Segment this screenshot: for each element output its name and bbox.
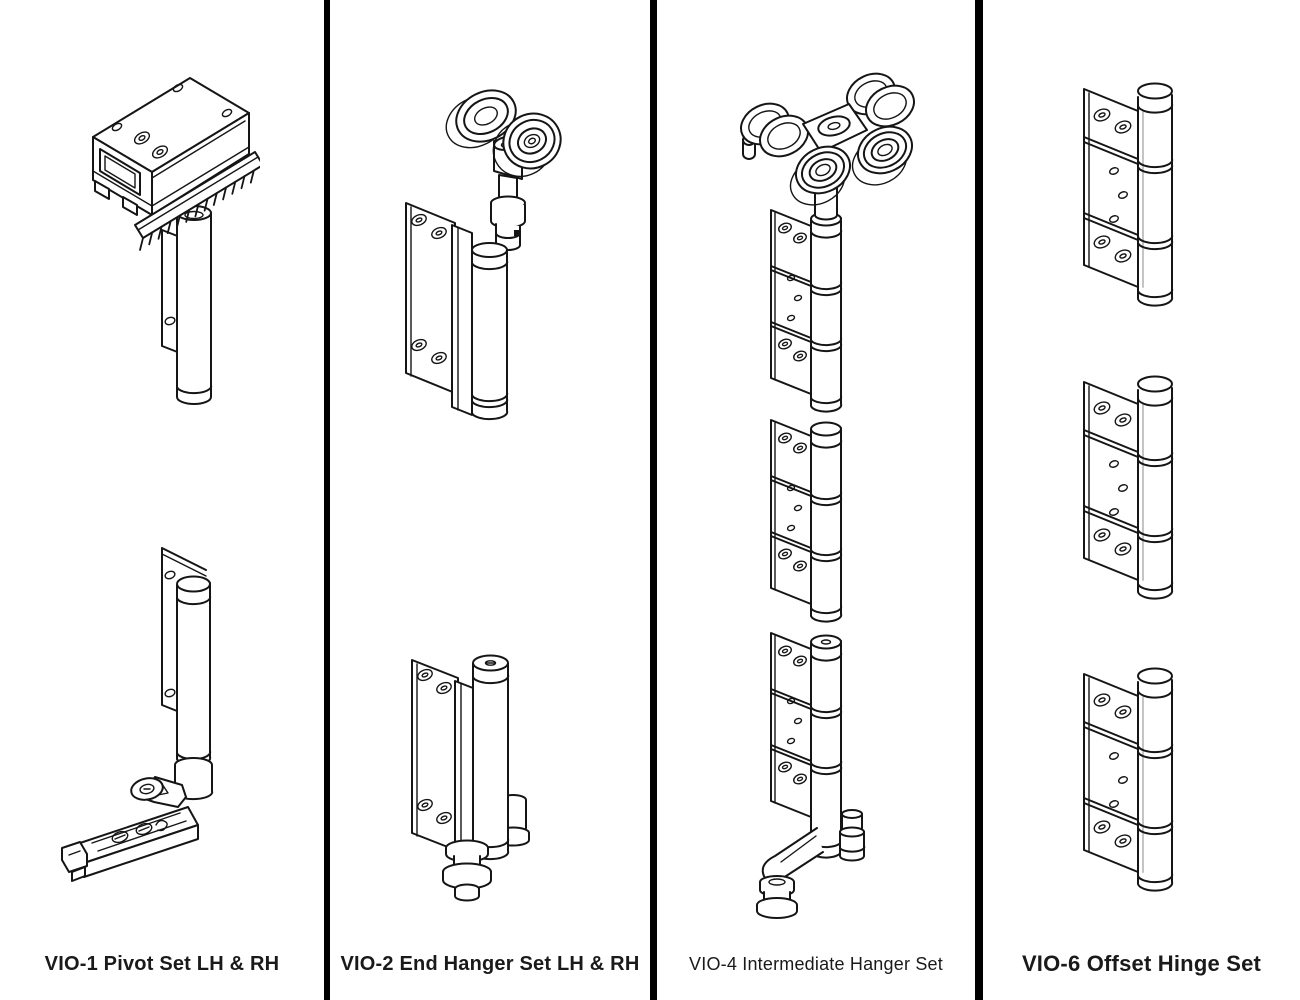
vio6-offset-hinge-figure-1: [1080, 75, 1180, 327]
column-divider-1: [324, 0, 330, 1000]
floor-channel: [61, 806, 199, 882]
hinge-barrel: [454, 654, 510, 864]
pivot-housing-box: [92, 77, 250, 216]
part-label-vio-2: VIO-2 End Hanger Set LH & RH: [340, 953, 640, 975]
hinge-segment-middle: [770, 419, 843, 623]
vio2-bottom-guide-figure: [410, 648, 535, 918]
hinge-segment-upper: [770, 209, 843, 413]
front-roller-wheel: [492, 112, 562, 178]
bottom-pivot-foot: [756, 804, 866, 919]
column-divider-3: [975, 0, 983, 1000]
column-divider-2: [650, 0, 657, 1000]
hanger-shaft: [490, 174, 526, 251]
part-label-vio-6: VIO-6 Offset Hinge Set: [1021, 951, 1262, 976]
toothed-track-strip: [134, 151, 260, 251]
hinge-barrel: [451, 224, 509, 421]
hinge-segment-lower: [770, 632, 843, 836]
hinge-plate: [411, 659, 459, 852]
rear-roller-wheel: [445, 89, 517, 149]
pivot-arm: [130, 776, 187, 808]
pivot-drop-post: [176, 205, 213, 405]
part-label-vio-4: VIO-4 Intermediate Hanger Set: [689, 954, 943, 974]
vio2-end-hanger-figure: [402, 83, 567, 428]
vio6-offset-hinge-figure-2: [1080, 368, 1180, 620]
trolley-wheel-cluster: [740, 72, 915, 206]
vio4-intermediate-hanger-figure: [733, 70, 918, 928]
vio6-offset-hinge-figure-3: [1080, 660, 1180, 912]
pivot-cylinder: [174, 575, 214, 801]
vio1-bottom-pivot-figure: [60, 545, 215, 895]
part-label-vio-1: VIO-1 Pivot Set LH & RH: [44, 953, 280, 975]
front-guide-roller: [442, 839, 492, 902]
hinge-plate: [405, 202, 456, 394]
trolley-stem: [814, 187, 838, 221]
vio1-top-pivot-figure: [85, 75, 260, 415]
